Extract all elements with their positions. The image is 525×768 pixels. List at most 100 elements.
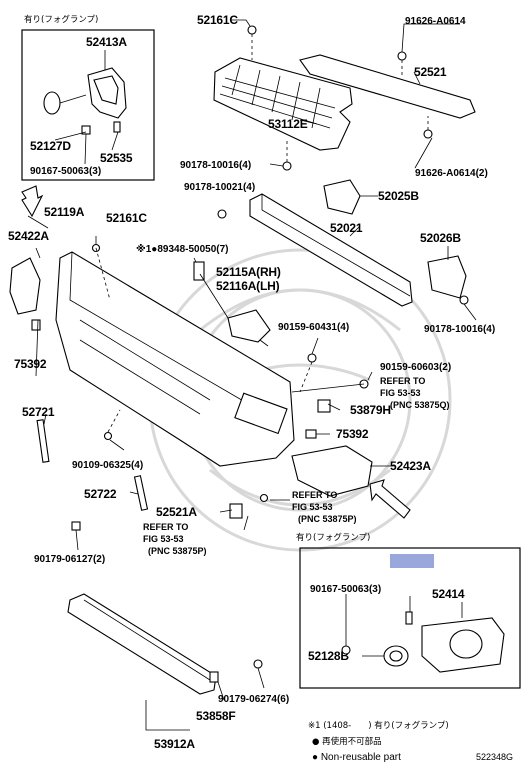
part-label-52115A: 52115A(RH) [216,265,281,279]
clip-shape-3 [209,671,219,683]
part-label-52025B: 52025B [378,189,419,203]
part-label-90178-10016-a: 90178-10016(4) [180,160,251,171]
fog-bezel-opening [449,629,483,659]
refer-label-53875Q-2: FIG 53-53 [380,388,421,398]
part-label-52119A: 52119A [44,205,85,219]
box-frame [21,29,155,181]
bolt-shape-3 [217,209,227,219]
clip-shape [247,25,257,35]
highlight-marker [390,554,434,568]
part-label-90167-50063-bottom: 90167-50063(3) [310,584,381,595]
part-label-91626-top: 91626-A0614 [405,16,466,27]
part-label-52535: 52535 [100,151,133,165]
refer-label-53875P-b-3: (PNC 53875P) [298,514,357,524]
part-label-52521A: 52521A [156,505,197,519]
side-cap-shape [9,257,41,315]
footnote-1: ※1 (1408- ) 有り(フォグランプ) [308,720,449,731]
fog-lamp-box-top-left: 有り(フォグランプ) 52413A 52127D 52535 90167-500… [21,14,155,181]
grille-assembly [213,19,476,171]
footnote-3: ● Non-reusable part [312,752,401,763]
screw-90179-shape [71,521,81,531]
footnotes: ※1 (1408- ) 有り(フォグランプ) ● 再使用不可部品 ● Non-r… [308,720,513,763]
fog-lamp-opening-shape [234,392,288,435]
bracket-52115A-shape [227,309,271,343]
refer-label-53875Q-1: REFER TO [380,376,425,386]
part-label-53112E: 53112E [268,117,308,131]
bracket-52025B-shape [323,179,361,215]
box-frame-bottom [299,547,521,689]
diagram-id: 522348G [476,752,513,762]
bumper-cover-shape [55,251,295,467]
part-label-52161C-mid: 52161C [106,211,147,225]
fog-lamp-bulb-shape [43,91,61,115]
box-title: 有り(フォグランプ) [24,14,98,25]
part-label-52021: 52021 [330,221,363,235]
refer-label-53875P-b-1: REFER TO [292,490,337,500]
part-label-53912A: 53912A [154,737,195,751]
footnote-2: ● 再使用不可部品 [312,736,382,747]
part-label-90159-60431: 90159-60431(4) [278,322,349,333]
lamp-cover-52423A-shape [291,445,373,497]
bolt-shape [397,51,407,61]
part-label-90179-06127: 90179-06127(2) [34,554,105,565]
box-title-bottom: 有り(フォグランプ) [296,532,370,543]
part-label-52161C-top: 52161C [197,13,238,27]
direction-arrow-bottom-right [369,479,411,519]
lower-spoiler-assembly [67,593,265,731]
part-label-52116A: 52116A(LH) [216,279,280,293]
part-label-75392-b: 75392 [336,427,369,441]
part-label-52413A: 52413A [86,35,127,49]
direction-arrow-top-left [21,185,44,218]
retainer-52521A-shape [229,503,243,519]
retainer-shape [193,261,205,281]
part-label-90167-50063-top: 90167-50063(3) [30,166,101,177]
grille-bar-shape [299,54,476,119]
fog-lamp-cover-inner [93,75,119,105]
part-label-52026B: 52026B [420,231,461,245]
part-label-52414: 52414 [432,587,465,601]
fog-lamp-box-bottom-right: 有り(フォグランプ) 90167-50063(3) 52414 52128B [296,532,521,689]
refer-label-53875P-b-2: FIG 53-53 [292,502,333,512]
screw-shape-3 [259,493,269,503]
part-label-52721: 52721 [22,405,55,419]
part-label-90109: 90109-06325(4) [72,460,143,471]
screw-shape-5 [341,645,351,655]
part-label-52423A: 52423A [390,459,431,473]
part-label-91626-bottom: 91626-A0614(2) [415,168,488,179]
bezel-ring-inner [389,650,403,662]
part-label-53858F: 53858F [196,709,236,723]
bolt-shape-5 [307,353,317,363]
refer-label-53875P-c-1: REFER TO [143,522,188,532]
bracket-shape [113,121,121,133]
clip-shape-4 [405,611,413,625]
nut-shape [282,161,292,171]
part-label-75392-a: 75392 [14,357,47,371]
clip-75392-shape [305,429,317,439]
spoiler-shape [67,593,217,695]
part-label-90178-10021: 90178-10021(4) [184,182,255,193]
screw-shape-4 [253,659,263,669]
clip-75392-left-shape [31,319,41,331]
reinforcement-assembly [217,179,477,321]
part-label-90159-60603: 90159-60603(2) [380,362,451,373]
seal-52722-shape [133,475,149,511]
part-label-90178-10016-b: 90178-10016(4) [424,324,495,335]
part-label-89348: ※1●89348-50050(7) [136,243,229,255]
part-label-52722: 52722 [84,487,117,501]
part-label-52128B: 52128B [308,649,349,663]
refer-label-53875P-c-3: (PNC 53875P) [148,546,207,556]
bolt-shape-2 [423,129,433,139]
bolt-shape-4 [459,295,469,305]
part-label-53879H: 53879H [350,403,391,417]
refer-label-53875P-c-2: FIG 53-53 [143,534,184,544]
seal-52721-shape [36,419,50,463]
screw-shape-2 [103,431,113,441]
bracket-52026B-shape [427,255,467,299]
bumper-cover-assembly [9,215,396,551]
part-label-52422A: 52422A [8,229,49,243]
bracket-53879H-shape [317,399,331,413]
part-label-90179-06274: 90179-06274(6) [218,694,289,705]
part-label-52127D: 52127D [30,139,71,153]
part-label-52521: 52521 [414,65,447,79]
